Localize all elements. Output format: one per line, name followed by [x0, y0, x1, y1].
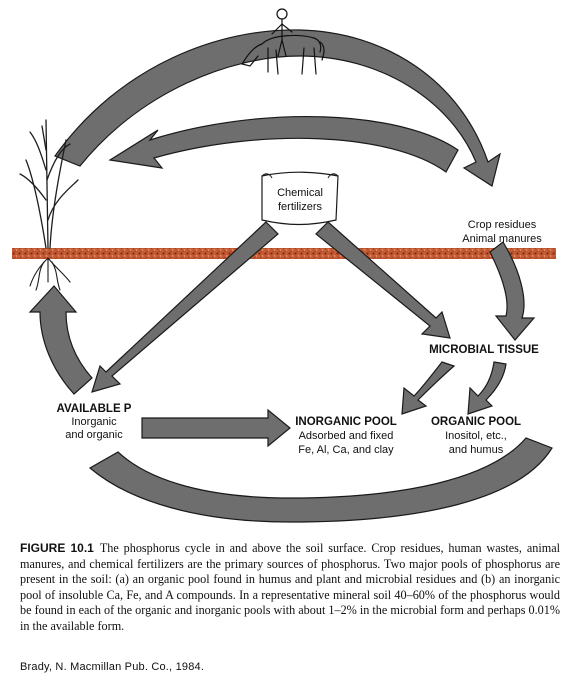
label-organic-pool: ORGANIC POOL — [431, 416, 521, 428]
label-inorganic-adsorbed: Adsorbed and fixed — [299, 430, 394, 442]
person-icon — [271, 8, 293, 57]
plant-icon — [19, 119, 79, 249]
label-fertilizers-line2: fertilizers — [278, 201, 323, 213]
label-inorganic-elements: Fe, Al, Ca, and clay — [298, 444, 394, 456]
plant-roots-icon — [29, 257, 71, 291]
label-available-organic: and organic — [65, 429, 123, 441]
label-microbial-tissue: MICROBIAL TISSUE — [429, 344, 539, 356]
arrow-animal-to-plant — [108, 116, 459, 173]
label-animal-manures: Animal manures — [462, 233, 542, 245]
arrow-microbial-to-inorganic — [401, 361, 456, 415]
arrow-available-to-inorganic — [141, 408, 291, 448]
arrow-available-to-plant — [28, 285, 93, 395]
label-fertilizers-line1: Chemical — [277, 187, 323, 199]
arrow-fertilizer-to-microbial — [315, 221, 451, 339]
label-available-p: AVAILABLE P — [57, 403, 132, 415]
horse-icon — [241, 34, 325, 75]
caption-text: The phosphorus cycle in and above the so… — [20, 541, 560, 633]
label-crop-residues: Crop residues — [468, 219, 537, 231]
label-available-inorganic: Inorganic — [71, 416, 117, 428]
fertilizer-bag-icon — [261, 171, 339, 226]
arrow-crop-to-microbial — [489, 241, 536, 341]
figure-number: FIGURE 10.1 — [20, 541, 94, 555]
arrow-microbial-to-organic — [467, 361, 507, 415]
label-organic-humus: and humus — [449, 444, 504, 456]
label-inorganic-pool: INORGANIC POOL — [295, 416, 397, 428]
arrow-top-arc — [54, 29, 501, 187]
soil-surface-band — [12, 248, 556, 259]
source-citation: Brady, N. Macmillan Pub. Co., 1984. — [20, 661, 205, 673]
phosphorus-cycle-diagram: Chemical fertilizers Crop residues Anima… — [12, 8, 556, 523]
arrow-fertilizer-to-available — [91, 221, 279, 393]
label-organic-inositol: Inositol, etc., — [445, 430, 507, 442]
arrow-bottom-arc — [88, 437, 553, 523]
